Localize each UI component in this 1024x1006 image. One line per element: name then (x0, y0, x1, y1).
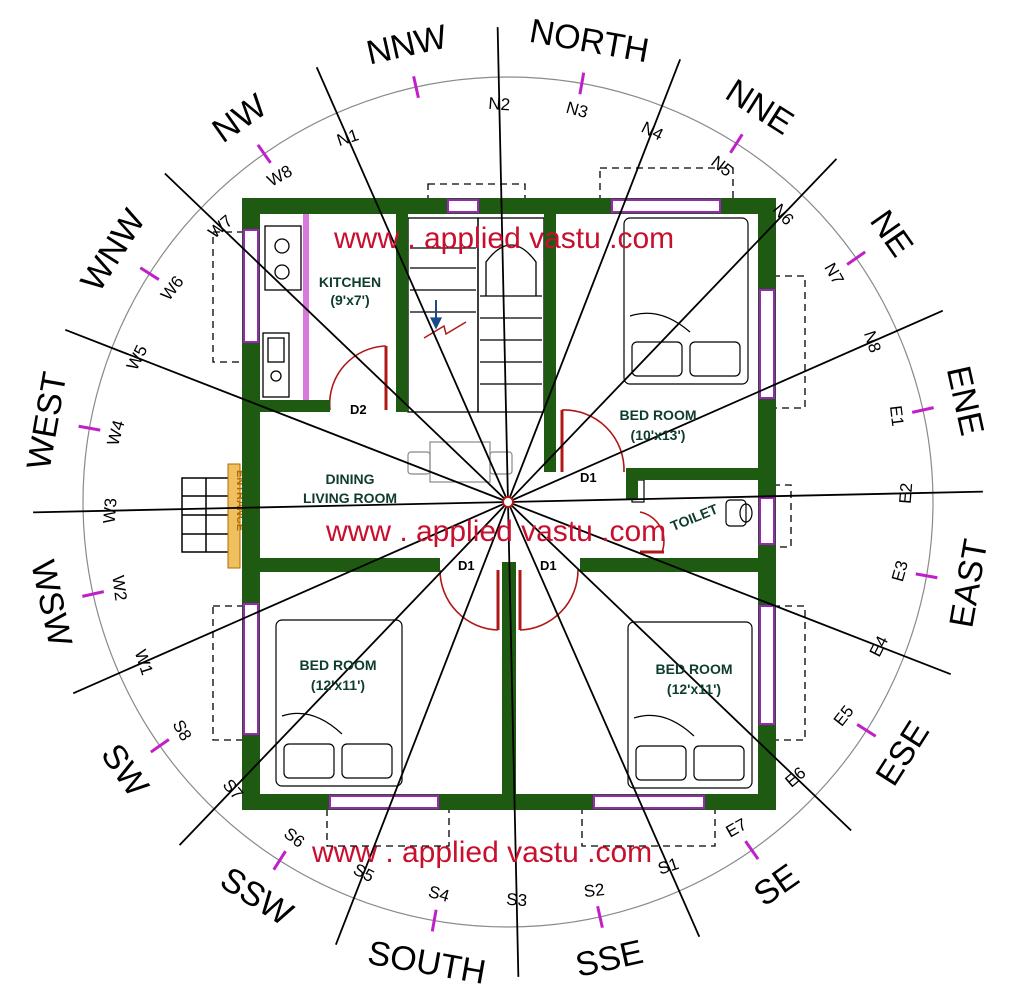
pada-w1: W1 (131, 647, 157, 677)
door-swings (328, 345, 665, 631)
dir-ese: ESE (868, 715, 937, 793)
pada-n1: N1 (334, 125, 361, 150)
kitchen-size: (9'x7') (330, 292, 369, 308)
pada-s1: S1 (655, 854, 681, 879)
pada-n5: N5 (707, 152, 736, 180)
pada-s3: S3 (506, 890, 528, 911)
dining-label: DINING (326, 471, 375, 487)
dir-nne: NNE (719, 72, 800, 143)
tick-dir-west (78, 424, 101, 432)
dir-sw: SW (93, 737, 156, 804)
dir-wnw: WNW (73, 203, 153, 298)
pada-w2: W2 (108, 574, 130, 602)
living-room-label: LIVING ROOM (303, 490, 397, 506)
compass-ticks (78, 72, 938, 932)
bed-se (627, 621, 753, 789)
bed-ne-size: (10'x13') (631, 427, 686, 443)
tick-dir-wnw (139, 266, 160, 281)
dir-ne: NE (862, 203, 920, 263)
pada-e3: E3 (888, 559, 912, 584)
dir-west: WEST (20, 369, 74, 472)
dir-ene: ENE (939, 362, 991, 438)
tick-dir-east (915, 572, 938, 580)
pada-s4: S4 (426, 882, 451, 906)
tick-dir-nw (256, 143, 272, 164)
tick-dir-nnw (412, 76, 420, 99)
pada-n3: N3 (564, 98, 590, 122)
pada-n2: N2 (488, 94, 511, 115)
pada-e1: E1 (886, 404, 907, 427)
bed-sw-label: BED ROOM (300, 657, 377, 673)
dir-north: NORTH (527, 12, 652, 70)
door-d1-sw: D1 (458, 558, 475, 573)
dir-east: EAST (942, 536, 995, 630)
watermark-top: www . applied vastu .com (333, 222, 674, 255)
windows (243, 199, 775, 809)
toilet-label: TOILET (668, 501, 720, 535)
door-d1-se: D1 (540, 558, 557, 573)
watermark-middle: www . applied vastu .com (325, 515, 666, 548)
tick-dir-nne (729, 133, 744, 154)
dir-sse: SSE (572, 933, 647, 985)
dir-nw: NW (205, 87, 273, 151)
dir-wsw: WSW (23, 557, 79, 650)
bed-sw (275, 619, 403, 787)
kitchen-label: KITCHEN (319, 274, 381, 290)
compass-circle (82, 76, 934, 928)
tick-dir-ene (911, 406, 934, 414)
pada-n7: N7 (820, 260, 847, 288)
pada-w3: W3 (100, 497, 121, 524)
pada-w6: W6 (157, 272, 188, 304)
bed-ne-label: BED ROOM (620, 407, 697, 423)
tick-dir-se (744, 840, 760, 861)
pada-w5: W5 (123, 342, 151, 373)
tick-dir-ne (846, 250, 867, 266)
dir-south: SOUTH (365, 934, 489, 992)
dir-nnw: NNW (363, 18, 451, 73)
tick-dir-sw (149, 738, 170, 754)
pada-s8: S8 (169, 717, 196, 744)
pada-e7: E7 (723, 815, 750, 842)
dir-se: SE (747, 857, 806, 914)
door-d2: D2 (350, 402, 367, 417)
pada-n4: N4 (638, 118, 666, 145)
kitchen-stove (264, 225, 302, 291)
pada-w4: W4 (103, 418, 128, 448)
tick-dir-north (578, 72, 586, 95)
tick-dir-sse (596, 905, 604, 928)
pada-n8: N8 (860, 328, 885, 355)
pada-s2: S2 (583, 880, 606, 901)
bed-se-size: (12'x11') (667, 681, 721, 697)
kitchen-sink (262, 332, 290, 398)
tick-dir-ssw (272, 850, 287, 871)
pada-e4: E4 (866, 633, 892, 660)
bed-sw-size: (12'x11') (311, 677, 365, 693)
pada-s6: S6 (280, 824, 308, 852)
tick-dir-wsw (82, 590, 105, 598)
door-d1-ne: D1 (580, 470, 597, 485)
pada-w8: W8 (264, 161, 296, 190)
entrance-steps (181, 477, 231, 553)
tick-dir-south (430, 909, 438, 932)
tick-dir-ese (856, 723, 877, 738)
dir-ssw: SSW (214, 860, 300, 934)
pada-e2: E2 (896, 482, 917, 504)
pada-e5: E5 (830, 702, 858, 730)
bed-se-label: BED ROOM (656, 661, 733, 677)
watermark-bottom: www . applied vastu .com (311, 836, 652, 869)
entrance-strip (227, 463, 241, 569)
bed-ne (623, 217, 749, 385)
center-point (502, 496, 514, 508)
